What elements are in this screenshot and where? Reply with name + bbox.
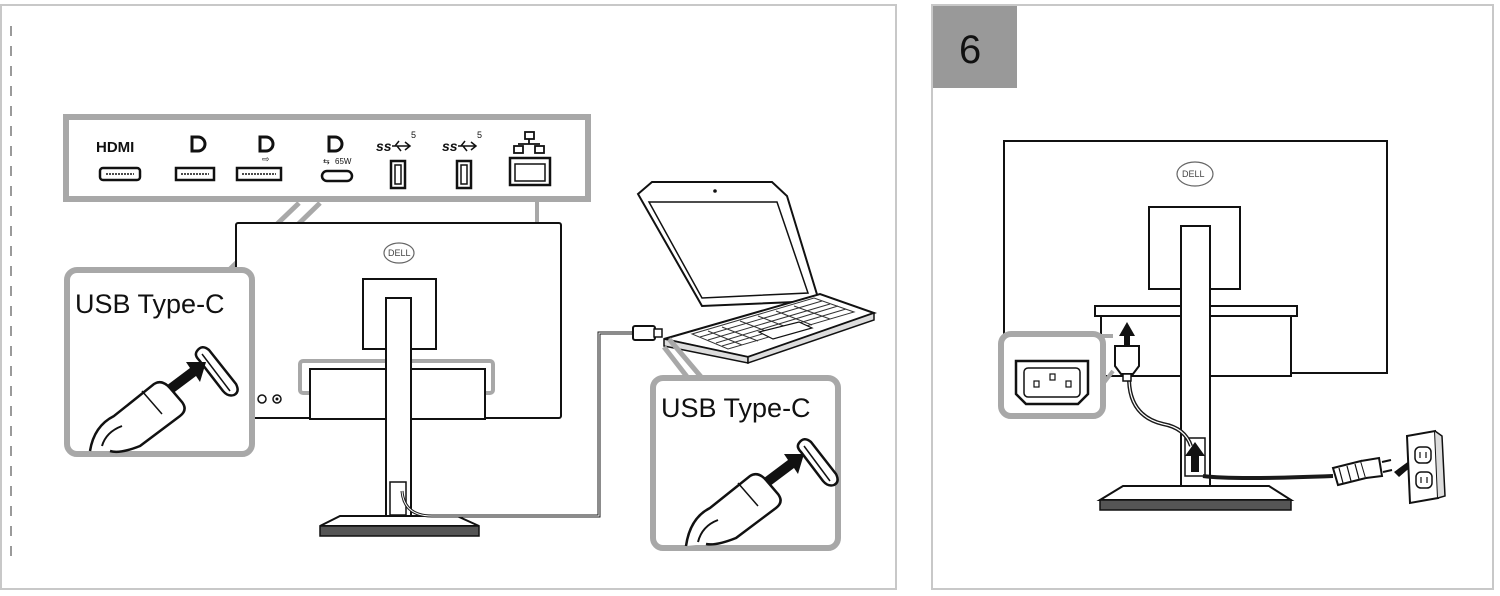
power-connector xyxy=(1114,322,1140,382)
step-number: 6 xyxy=(959,28,981,72)
svg-text:⇨: ⇨ xyxy=(262,154,270,164)
dell-logo-icon xyxy=(383,242,415,264)
power-plug xyxy=(1331,456,1421,487)
svg-text:⇆: ⇆ xyxy=(323,157,330,166)
monitor-back: DELL xyxy=(1003,140,1388,511)
dell-logo-icon xyxy=(1176,161,1214,187)
hdmi-label: HDMI xyxy=(96,139,134,156)
step-badge: 6 xyxy=(933,6,1017,88)
power-delivery-watt-label: 65W xyxy=(335,157,352,166)
callout-laptop-label: USB Type-C xyxy=(661,393,811,423)
logo-text: DELL xyxy=(388,248,411,258)
hdmi-port-icon: HDMI xyxy=(96,139,142,182)
usb-superspeed-icon: ss 5 xyxy=(442,130,482,190)
monitor-back: DELL xyxy=(235,222,562,537)
usb-superspeed-number: 5 xyxy=(477,130,482,140)
usb-superspeed-icon: ss 5 xyxy=(376,130,416,190)
logo-text: DELL xyxy=(1182,169,1205,179)
power-connection-panel: 6 DELL xyxy=(931,4,1494,590)
callout-power-inlet xyxy=(998,331,1115,419)
connection-panel-usb-c: HDMI ⇨ ⇆ 65W xyxy=(0,4,897,590)
callout-laptop-usb-c: USB Type-C xyxy=(650,375,841,551)
usb-superspeed-number: 5 xyxy=(411,130,416,140)
ethernet-icon xyxy=(508,131,552,187)
port-panel: HDMI ⇨ ⇆ 65W xyxy=(63,114,591,202)
power-connection-diagram: 6 DELL xyxy=(933,6,1446,511)
power-outlet-icon xyxy=(1405,429,1446,505)
arrow-icon xyxy=(162,362,206,397)
usb-c-port-icon: ⇆ 65W xyxy=(320,135,354,183)
callout-monitor-label: USB Type-C xyxy=(75,289,225,319)
displayport-out-icon: ⇨ xyxy=(235,135,283,182)
displayport-icon xyxy=(174,135,216,182)
svg-text:ss: ss xyxy=(376,138,392,154)
usb-c-connection-diagram: HDMI ⇨ ⇆ 65W xyxy=(10,26,878,561)
arrow-icon xyxy=(760,454,804,489)
arrow-icon xyxy=(1185,442,1205,472)
callout-monitor-usb-c: USB Type-C xyxy=(64,267,255,457)
arrow-icon xyxy=(1119,322,1135,346)
svg-text:ss: ss xyxy=(442,138,458,154)
laptop xyxy=(636,181,878,365)
